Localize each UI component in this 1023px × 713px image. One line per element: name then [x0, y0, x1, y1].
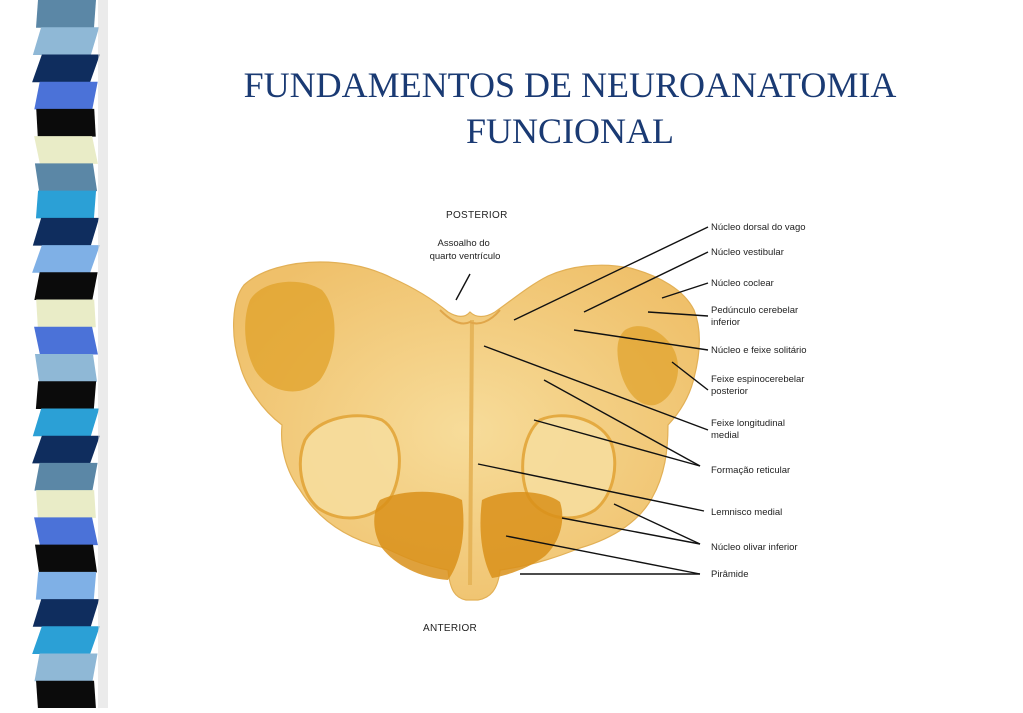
- stripe-block: [32, 27, 100, 55]
- left-dorsal-region: [245, 281, 335, 392]
- leader-nucleo-olivar-inferior-a: [613, 503, 701, 545]
- leader-feixe-longitudinal-medial: [483, 345, 709, 431]
- label-feixe-espinocerebelar-posterior: Feixe espinocerebelar posterior: [711, 374, 807, 397]
- label-nucleo-feixe-solitario-text: Núcleo e feixe solitário: [711, 345, 807, 356]
- label-nucleo-vestibular-text: Núcleo vestibular: [711, 247, 784, 258]
- leader-nucleo-vestibular: [583, 251, 709, 313]
- label-nucleo-dorsal-vago: Núcleo dorsal do vago: [711, 222, 806, 233]
- leader-piramide-a: [505, 535, 701, 575]
- stripe-block: [35, 571, 97, 600]
- fourth-ventricle-floor-label-line-2: quarto ventrículo: [430, 251, 501, 262]
- decorative-stripe-bar: [0, 0, 112, 709]
- leader-lines: [477, 226, 709, 575]
- slide-title: FUNDAMENTOS DE NEUROANATOMIA FUNCIONAL: [150, 62, 990, 154]
- leader-nucleo-coclear: [661, 282, 709, 299]
- stripe-block: [36, 108, 96, 137]
- stripe-block: [32, 626, 100, 655]
- stripe-block: [32, 245, 100, 273]
- stripe-block: [34, 462, 98, 491]
- leader-feixe-espinocerebelar-posterior: [671, 361, 709, 391]
- stripe-block: [34, 136, 98, 164]
- stripe-block: [34, 81, 98, 110]
- stripe-block: [35, 381, 97, 409]
- label-nucleo-coclear-text: Núcleo coclear: [711, 278, 774, 289]
- fourth-ventricle-floor-label: Assoalho do quarto ventrículo: [430, 238, 501, 262]
- stripe-block: [32, 599, 100, 627]
- stripe-shadow: [98, 0, 108, 708]
- leader-lemnisco-medial: [477, 463, 705, 512]
- stripe-block: [36, 490, 96, 518]
- leader-formacao-reticular-b: [533, 419, 701, 467]
- fourth-ventricle-floor-leader: [455, 273, 471, 301]
- stripe-block: [36, 299, 96, 328]
- label-nucleo-coclear: Núcleo coclear: [711, 278, 774, 289]
- leader-nucleo-dorsal-vago: [513, 226, 709, 321]
- label-lemnisco-medial: Lemnisco medial: [711, 507, 782, 518]
- label-espinocerebelar-line-1: Feixe espinocerebelar: [711, 374, 804, 385]
- label-piramide: Pirâmide: [711, 569, 749, 580]
- label-nucleo-vestibular: Núcleo vestibular: [711, 247, 784, 258]
- label-longitudinal-line-1: Feixe longitudinal: [711, 418, 785, 429]
- right-pyramid: [480, 491, 563, 578]
- left-olive-region: [298, 414, 401, 520]
- label-pedunculo-line-2: inferior: [711, 317, 740, 328]
- left-pyramid: [374, 491, 464, 580]
- stripe-block: [32, 54, 100, 83]
- label-espinocerebelar-line-2: posterior: [711, 386, 748, 397]
- label-longitudinal-line-2: medial: [711, 430, 739, 441]
- stripe-block: [34, 544, 98, 573]
- anterior-label: ANTERIOR: [423, 623, 477, 634]
- label-pedunculo-line-1: Pedúnculo cerebelar: [711, 305, 798, 316]
- label-formacao-reticular: Formação reticular: [711, 465, 790, 476]
- stripe-block: [34, 272, 98, 301]
- label-feixe-longitudinal-medial: Feixe longitudinal medial: [711, 418, 788, 441]
- label-lemnisco-medial-text: Lemnisco medial: [711, 507, 782, 518]
- label-nucleo-feixe-solitario: Núcleo e feixe solitário: [711, 345, 807, 356]
- label-pedunculo-cerebelar-inferior: Pedúnculo cerebelar inferior: [711, 305, 801, 328]
- posterior-label: POSTERIOR: [446, 210, 508, 221]
- stripe-block: [34, 354, 98, 382]
- fourth-ventricle-floor: [439, 309, 501, 325]
- stripe-block: [32, 435, 100, 464]
- midline-raphe: [468, 319, 474, 586]
- leader-pedunculo-cerebelar-inferior: [647, 311, 709, 317]
- title-line-2: FUNCIONAL: [465, 111, 674, 151]
- stripe-block: [35, 190, 97, 219]
- label-formacao-reticular-text: Formação reticular: [711, 465, 790, 476]
- structure-labels: Núcleo dorsal do vago Núcleo vestibular …: [711, 222, 807, 580]
- stripe-block: [32, 408, 100, 437]
- label-nucleo-olivar-inferior-text: Núcleo olivar inferior: [711, 542, 798, 553]
- stripe-block: [36, 680, 96, 709]
- fourth-ventricle-floor-label-line-1: Assoalho do: [438, 238, 490, 249]
- label-piramide-text: Pirâmide: [711, 569, 749, 580]
- stripe-block: [34, 163, 98, 192]
- stripe-block: [34, 517, 98, 546]
- stripe-block: [36, 0, 96, 28]
- right-olive-region: [521, 414, 617, 520]
- leader-formacao-reticular-a: [543, 379, 701, 467]
- label-nucleo-dorsal-vago-text: Núcleo dorsal do vago: [711, 222, 806, 233]
- right-dorsal-region: [617, 326, 679, 406]
- leader-nucleo-feixe-solitario: [573, 329, 709, 351]
- stripe-block: [34, 326, 98, 355]
- label-nucleo-olivar-inferior: Núcleo olivar inferior: [711, 542, 798, 553]
- leader-nucleo-olivar-inferior-b: [561, 517, 701, 545]
- stripe-block: [34, 653, 98, 682]
- stripe-block: [32, 217, 100, 246]
- title-line-1: FUNDAMENTOS DE NEUROANATOMIA: [243, 65, 897, 105]
